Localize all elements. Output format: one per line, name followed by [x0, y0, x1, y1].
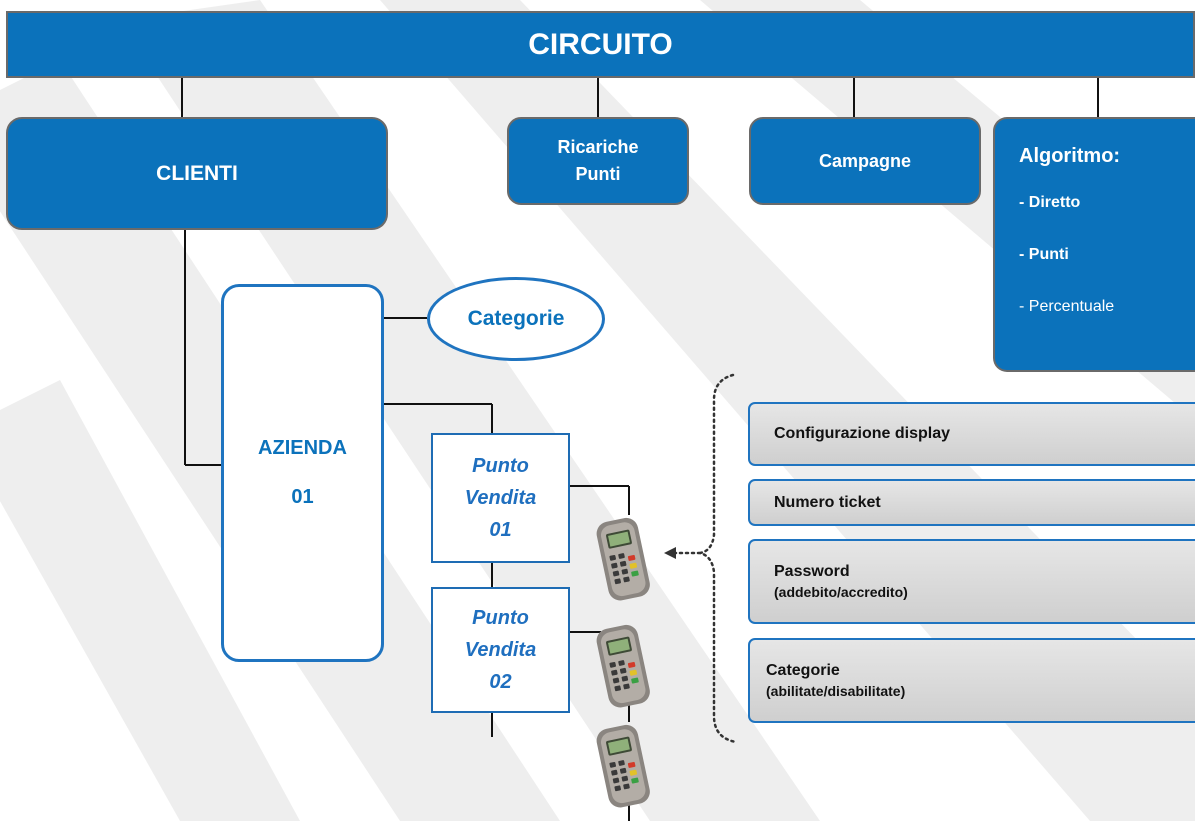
pv01-line3: 01	[489, 519, 512, 541]
campagne-label: Campagne	[818, 150, 912, 171]
numero-ticket-label: Numero ticket	[774, 493, 881, 511]
categorie-bubble: Categorie	[427, 277, 605, 361]
numero-ticket-box: Numero ticket	[748, 479, 1195, 526]
categorie-bubble-label: Categorie	[467, 307, 565, 330]
azienda-line1: AZIENDA	[258, 437, 347, 459]
azienda-box: AZIENDA 01	[221, 284, 384, 662]
pv02-line3: 02	[489, 671, 512, 693]
categorie-config-sub: (abilitate/disabilitate)	[766, 683, 906, 699]
password-box: Password (addebito/accredito)	[748, 539, 1195, 624]
ricariche-punti-box: Ricariche Punti	[507, 117, 689, 205]
pv02-line2: Vendita	[464, 639, 537, 661]
categorie-config-box: Categorie (abilitate/disabilitate)	[748, 638, 1195, 723]
circuito-bar: CIRCUITO	[6, 11, 1195, 78]
password-sub: (addebito/accredito)	[774, 584, 908, 600]
campagne-box: Campagne	[749, 117, 981, 205]
password-label: Password	[774, 563, 850, 580]
punto-vendita-02: Punto Vendita 02	[431, 587, 570, 713]
ricariche-line1: Ricariche	[557, 137, 639, 157]
clienti-box: CLIENTI	[6, 117, 388, 230]
algoritmo-box: Algoritmo: - Diretto - Punti - Percentua…	[993, 117, 1195, 372]
azienda-line2: 01	[291, 486, 314, 508]
algoritmo-item-punti: - Punti	[1019, 246, 1069, 263]
config-display-label: Configurazione display	[774, 425, 951, 442]
algoritmo-item-percentuale: - Percentuale	[1019, 298, 1115, 315]
pos-terminal-icon	[596, 724, 650, 808]
pv01-line1: Punto	[472, 455, 529, 477]
algoritmo-item-diretto: - Diretto	[1019, 194, 1081, 211]
pv02-line1: Punto	[472, 607, 529, 629]
categorie-config-label: Categorie	[766, 662, 840, 679]
punto-vendita-01: Punto Vendita 01	[431, 433, 570, 563]
ricariche-line2: Punti	[575, 164, 621, 184]
pos-terminal-icon	[596, 517, 650, 601]
pos-terminal-icon	[596, 624, 650, 708]
pv01-line2: Vendita	[464, 487, 537, 509]
algoritmo-title: Algoritmo:	[1019, 145, 1121, 167]
clienti-label: CLIENTI	[156, 161, 238, 185]
circuito-label: CIRCUITO	[528, 27, 673, 61]
config-display-box: Configurazione display	[748, 402, 1195, 466]
